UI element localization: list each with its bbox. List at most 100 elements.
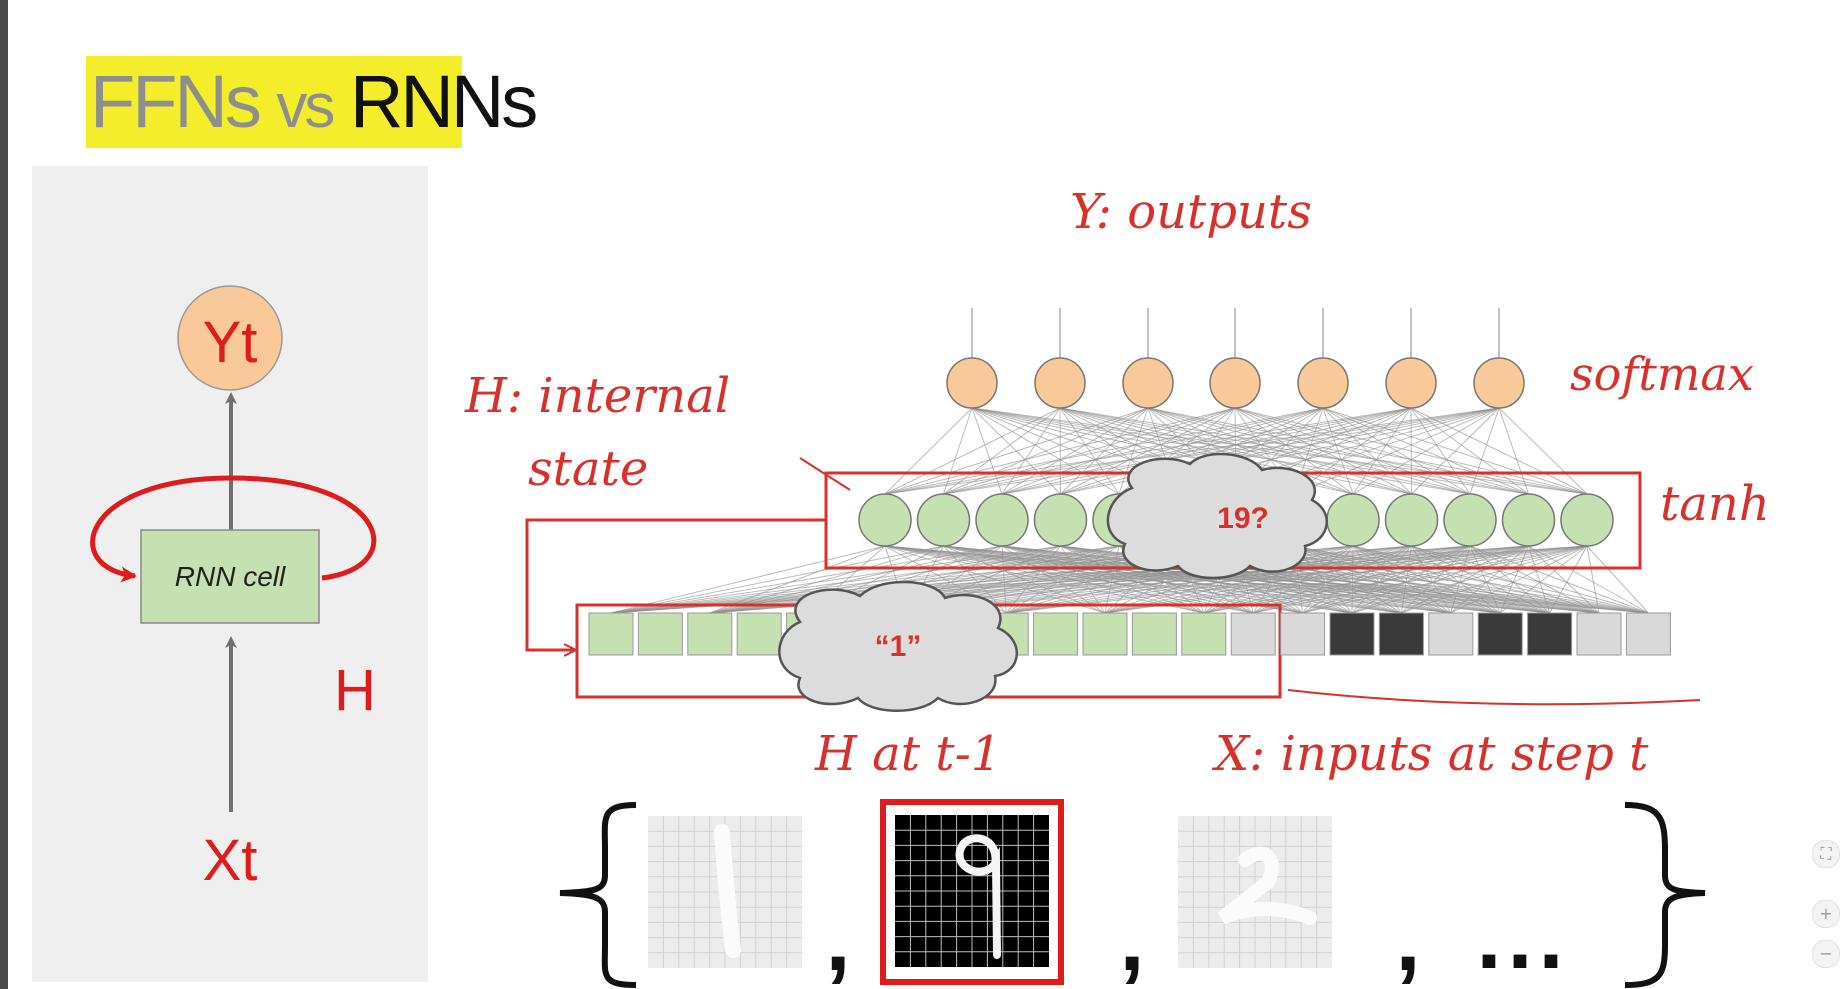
hidden-input-link bbox=[1104, 545, 1588, 614]
output-neuron bbox=[1122, 357, 1174, 409]
feedback-arrow bbox=[525, 518, 826, 650]
hidden-neuron bbox=[1384, 493, 1439, 547]
hidden-input-link bbox=[610, 545, 1178, 614]
digit-stroke-3 bbox=[1217, 846, 1317, 925]
hidden-input-link bbox=[610, 545, 1471, 614]
input-cell bbox=[1625, 612, 1671, 656]
output-hidden-link bbox=[943, 407, 1061, 495]
hidden-input-link bbox=[1253, 545, 1412, 614]
zoom-in-icon[interactable]: + bbox=[1812, 900, 1840, 928]
slide-title: FFNs vs RNNs bbox=[86, 56, 538, 148]
title-highlight: FFNs vs RNNs bbox=[86, 56, 538, 148]
hidden-input-link bbox=[1351, 545, 1471, 614]
zoom-out-icon[interactable]: − bbox=[1812, 940, 1840, 968]
output-hidden-link bbox=[884, 407, 1061, 495]
hidden-input-link bbox=[610, 545, 1120, 614]
input-cell bbox=[1280, 612, 1326, 656]
rnn-cell-box bbox=[140, 529, 320, 624]
internal-state-pointer bbox=[799, 457, 851, 491]
output-hidden-link bbox=[884, 407, 1324, 495]
output-hidden-link bbox=[1001, 407, 1236, 495]
output-hidden-link bbox=[1410, 407, 1471, 495]
inputs-underline bbox=[1287, 689, 1701, 706]
hidden-state-label: H bbox=[334, 658, 376, 723]
prediction-thought-cloud: 19? bbox=[1106, 452, 1329, 580]
input-cell bbox=[637, 612, 683, 656]
hidden-neuron bbox=[1501, 493, 1556, 547]
hidden-neuron bbox=[975, 493, 1029, 547]
hidden-input-link bbox=[1450, 545, 1529, 614]
output-hidden-link bbox=[943, 407, 1236, 495]
input-cell bbox=[687, 612, 733, 656]
output-hidden-link bbox=[1001, 407, 1412, 495]
hidden-neuron bbox=[1033, 493, 1088, 547]
output-hidden-link bbox=[1498, 407, 1588, 495]
tanh-label: tanh bbox=[1660, 476, 1770, 532]
output-hidden-link bbox=[884, 407, 1236, 495]
hidden-neuron bbox=[1560, 493, 1614, 547]
hidden-input-link bbox=[1006, 545, 1588, 614]
hidden-input-link bbox=[1294, 545, 1649, 614]
input-cell bbox=[1230, 612, 1276, 656]
output-hidden-link bbox=[1001, 407, 1061, 495]
input-cloud-text: “1” bbox=[875, 630, 922, 663]
hidden-input-link bbox=[1499, 545, 1588, 614]
prediction-cloud-text: 19? bbox=[1217, 502, 1269, 535]
output-hidden-link bbox=[943, 407, 1412, 495]
h-prev-label: H at t-1 bbox=[814, 726, 1001, 782]
output-node-label: Yt bbox=[203, 310, 258, 375]
hidden-input-link bbox=[610, 545, 886, 614]
hidden-input-link bbox=[610, 545, 1003, 614]
hidden-input-link bbox=[1253, 545, 1588, 614]
right-brace bbox=[1624, 802, 1706, 988]
input-cell bbox=[1131, 612, 1177, 656]
hidden-input-link bbox=[1203, 545, 1588, 614]
output-hidden-link bbox=[1410, 407, 1529, 495]
output-hidden-link bbox=[1001, 407, 1500, 495]
digit-stroke-1 bbox=[714, 824, 741, 958]
output-hidden-link bbox=[971, 407, 1003, 495]
hidden-input-link bbox=[1351, 545, 1412, 614]
hidden-neuron bbox=[1443, 493, 1497, 547]
hidden-input-link bbox=[1302, 545, 1588, 614]
output-neuron bbox=[1209, 357, 1261, 409]
digit-image-1 bbox=[648, 816, 802, 968]
connection-lines bbox=[610, 407, 1649, 614]
digit-grid-1 bbox=[648, 816, 802, 968]
input-cell bbox=[1477, 612, 1523, 656]
input-cell bbox=[736, 612, 782, 656]
input-cell bbox=[1033, 612, 1079, 656]
hidden-input-link bbox=[1586, 545, 1649, 614]
output-hidden-link bbox=[943, 407, 1324, 495]
sequence-comma-3: , bbox=[1395, 890, 1420, 989]
left-brace bbox=[559, 802, 637, 988]
input-cell bbox=[1082, 612, 1128, 656]
output-hidden-link bbox=[1410, 407, 1412, 495]
digit-stroke-2 bbox=[955, 834, 1001, 959]
output-hidden-link bbox=[1060, 407, 1412, 495]
fullscreen-icon[interactable]: ⛶ bbox=[1812, 840, 1840, 868]
title-rnns: RNNs bbox=[349, 60, 538, 143]
hidden-input-link bbox=[1351, 545, 1529, 614]
sequence-ellipsis: ... bbox=[1476, 888, 1569, 988]
title-ffns: FFNs bbox=[90, 60, 262, 143]
internal-state-label-line2: state bbox=[528, 441, 648, 497]
output-hidden-link bbox=[1294, 407, 1500, 495]
output-neuron bbox=[1385, 357, 1437, 409]
output-neuron bbox=[1473, 357, 1525, 409]
hidden-neuron bbox=[1326, 493, 1380, 547]
input-cell bbox=[1527, 612, 1573, 656]
input-cell bbox=[1378, 612, 1424, 656]
digit-image-3 bbox=[1178, 816, 1332, 968]
hidden-input-link bbox=[1253, 545, 1529, 614]
output-hidden-link bbox=[884, 407, 1500, 495]
output-hidden-link bbox=[1294, 407, 1412, 495]
digit-image-2-current bbox=[880, 799, 1064, 985]
hidden-input-link bbox=[610, 545, 944, 614]
hidden-input-link bbox=[1001, 545, 1451, 614]
hidden-input-link bbox=[1401, 545, 1588, 614]
output-hidden-link bbox=[1469, 407, 1500, 495]
digit-grid-2 bbox=[895, 815, 1049, 967]
sequence-comma-1: , bbox=[825, 890, 850, 989]
